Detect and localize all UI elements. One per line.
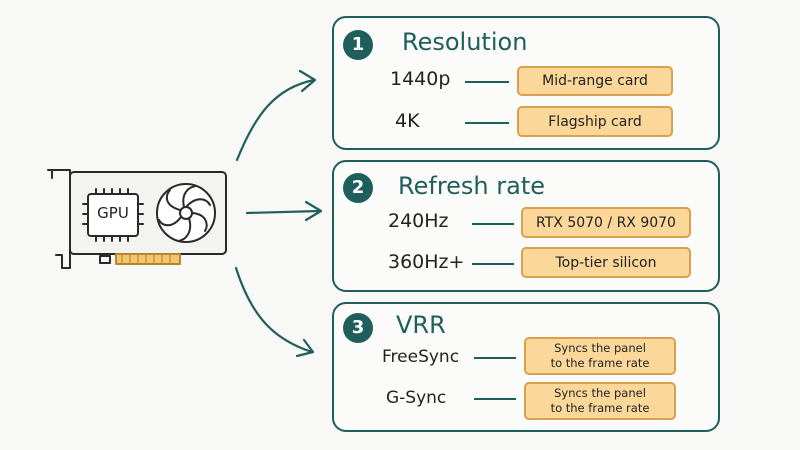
option-g-sync: G-Sync [386,388,447,408]
connector-line [465,122,509,124]
arrow-to-vrr [234,266,314,354]
note-line: to the frame rate [550,401,650,415]
panel-title-vrr: VRR [396,311,446,339]
option-360hz-plus: 360Hz+ [388,251,465,273]
note-line: Syncs the panel [554,386,646,400]
note-line: Syncs the panel [554,341,646,355]
connector-line [465,81,509,83]
arrow-to-refresh-rate [245,209,322,215]
step-badge-3: 3 [343,313,373,343]
connector-arrows [234,69,323,358]
note-chip: Mid-range card [517,66,673,96]
connector-line [474,398,516,400]
step-badge-2: 2 [343,173,373,203]
note-line: to the frame rate [550,356,650,370]
panel-title-refresh-rate: Refresh rate [398,172,546,200]
connector-line [472,263,514,265]
note-chip: Syncs the panel to the frame rate [524,382,676,420]
step-badge-1: 1 [343,30,373,60]
option-4k: 4K [395,110,420,132]
note-chip: Flagship card [517,106,673,137]
gpu-label: GPU [97,204,129,222]
note-chip: Syncs the panel to the frame rate [524,337,676,375]
option-240hz: 240Hz [388,210,449,232]
gpu-card-illustration [47,169,227,269]
connector-line [472,223,514,225]
panel-title-resolution: Resolution [402,28,528,56]
arrow-to-resolution [235,78,316,162]
note-chip: RTX 5070 / RX 9070 [521,207,691,238]
connector-line [474,357,516,359]
option-freesync: FreeSync [382,347,460,367]
option-1440p: 1440p [390,68,451,90]
note-chip: Top-tier silicon [521,247,691,278]
